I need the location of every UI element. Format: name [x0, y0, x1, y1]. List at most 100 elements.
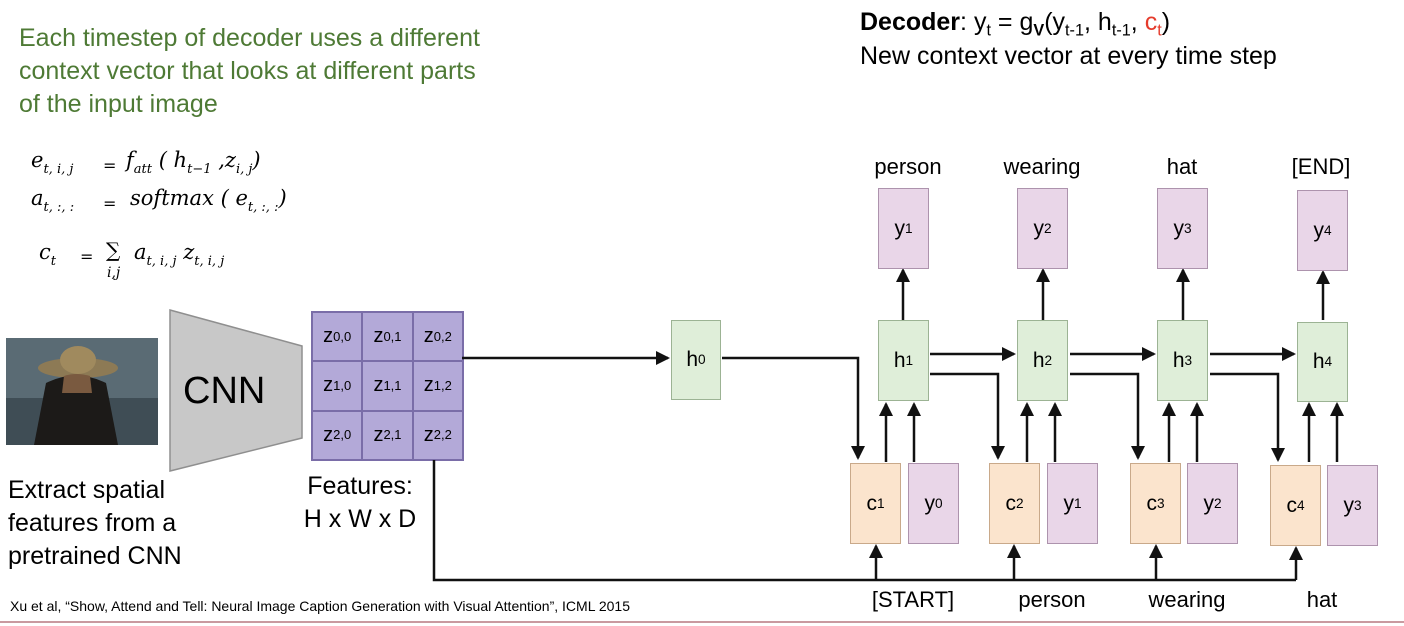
feature-cell-letter: z: [323, 423, 334, 446]
context-symbol-sub: t: [1157, 21, 1162, 40]
box-letter: y: [924, 491, 935, 515]
sum-subscript: i,j: [107, 265, 121, 281]
features-label: Features: H x W x D: [290, 470, 430, 536]
decoder-subtitle: New context vector at every time step: [860, 42, 1277, 70]
eq-token: ( h: [152, 148, 188, 172]
eq-sub: t−1: [187, 161, 212, 177]
eq-token: e: [31, 148, 44, 172]
eq-token: f: [126, 148, 134, 172]
feature-cell-letter: z: [423, 423, 434, 446]
context-symbol: c: [1144, 8, 1158, 36]
box-letter: y: [1203, 491, 1214, 515]
arrow-h3-to-c4: [1210, 372, 1285, 462]
equals-sign: =: [103, 194, 117, 213]
decoder-title-text: ): [1161, 8, 1171, 36]
box-letter: h: [893, 348, 906, 372]
eq-token: a: [134, 240, 147, 264]
output-word: wearing: [1003, 154, 1081, 179]
feature-cell-letter: z: [373, 325, 384, 348]
eq-sub: t, :, :: [247, 199, 279, 215]
cnn-label: CNN: [183, 370, 266, 412]
arrow-feature-bus: [432, 460, 1296, 582]
box-letter: c: [866, 491, 877, 515]
box-letter: y: [894, 216, 905, 240]
feature-cell-letter: z: [323, 374, 334, 397]
feature-cell-letter: z: [373, 374, 384, 397]
eq-sub: t, i, j: [43, 161, 74, 177]
input-word: [START]: [871, 587, 955, 612]
equals-sign: =: [103, 156, 117, 175]
arrow-h0-to-c1: [722, 356, 865, 460]
features-label-line: Features:: [307, 472, 413, 500]
input-word: person: [1018, 587, 1086, 612]
feature-cell-letter: z: [423, 374, 434, 397]
features-label-line: H x W x D: [303, 505, 417, 533]
output-word: [END]: [1291, 154, 1351, 179]
decoder-title-text: (y: [1044, 8, 1066, 36]
arrow-h2-to-c3: [1070, 372, 1145, 460]
box-letter: h: [1312, 350, 1325, 373]
decoder-title-sub: V: [1033, 21, 1045, 40]
output-word: hat: [1166, 154, 1198, 179]
eq-sub: t, i, j: [194, 253, 225, 269]
decoder-title-sub: t-1: [1111, 21, 1131, 40]
equation-a: at, :, :: [31, 186, 74, 214]
box-letter: y: [1173, 216, 1184, 240]
extract-label-line: pretrained CNN: [8, 542, 182, 570]
box-letter: y: [1343, 493, 1354, 517]
sum-sign: ∑: [106, 238, 121, 262]
output-word: person: [874, 154, 942, 179]
decoder-title-text: , h: [1084, 8, 1112, 36]
eq-token: softmax: [130, 186, 214, 210]
cnn-trapezoid: [169, 309, 303, 472]
eq-token: ): [252, 148, 261, 172]
feature-cell-letter: z: [423, 325, 434, 348]
input-image: [6, 338, 158, 445]
decoder-title-sub: t: [986, 21, 991, 40]
equation-e: et, i, j: [31, 148, 73, 176]
eq-token: z: [176, 240, 195, 264]
box-letter: y: [1063, 491, 1074, 515]
box-letter: h: [686, 348, 699, 371]
intro-text: Each timestep of decoder uses a differen…: [19, 24, 480, 118]
input-word: wearing: [1148, 587, 1226, 612]
input-word: hat: [1306, 587, 1338, 612]
eq-sub: t: [50, 253, 56, 269]
bottom-rule: [0, 621, 1404, 623]
extract-label-line: Extract spatial: [8, 476, 166, 504]
equation-a-rhs: softmax ( et, :, :): [130, 186, 287, 214]
eq-token: ,z: [211, 148, 236, 172]
feature-cell-letter: z: [323, 325, 334, 348]
feature-cell-letter: z: [373, 423, 384, 446]
extract-label-line: features from a: [8, 509, 177, 537]
eq-token: ( e: [213, 186, 248, 210]
box-letter: y: [1313, 218, 1324, 242]
decoder-title-bold: Decoder: [860, 8, 961, 36]
equals-sign: =: [80, 247, 94, 266]
decoder-title-text: ,: [1130, 8, 1145, 36]
